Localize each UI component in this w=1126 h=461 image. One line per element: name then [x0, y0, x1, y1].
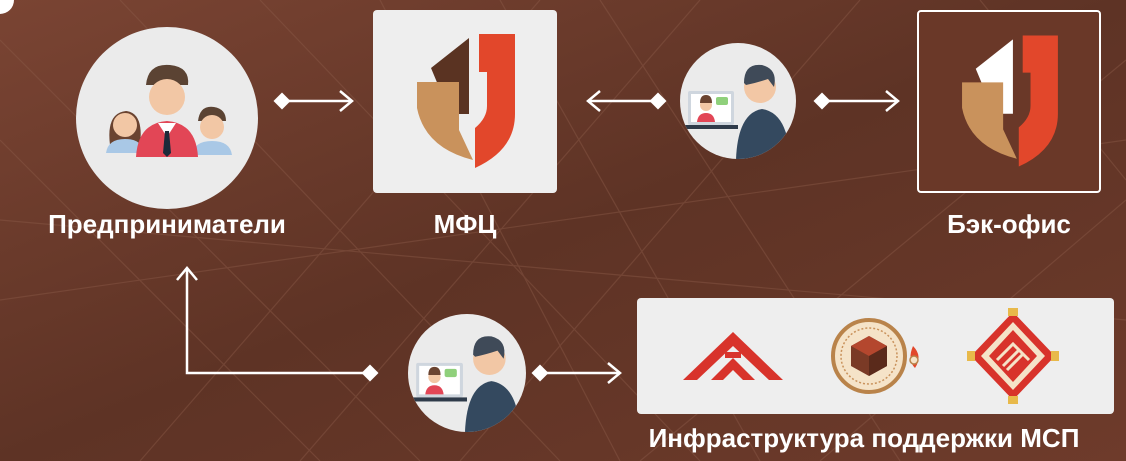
video-call-top-node [680, 43, 796, 159]
diamond-ornament-logo [967, 308, 1059, 404]
mfc-label: МФЦ [433, 209, 497, 239]
backoffice-label: Бэк-офис [947, 209, 1071, 239]
entrepreneurs-label: Предприниматели [48, 209, 286, 239]
round-seal-logo [831, 318, 919, 394]
video-call-bottom-node [408, 314, 526, 432]
roof-ornament-logo [683, 332, 783, 380]
people-group-icon [106, 64, 232, 157]
video-call-icon [684, 64, 790, 159]
mfc-logo [417, 34, 515, 168]
mfc-node [373, 10, 557, 193]
mfc-logo [962, 35, 1058, 167]
sme-support-node [637, 298, 1114, 414]
entrepreneurs-node [76, 27, 258, 209]
sme-support-label: Инфраструктура поддержки МСП [648, 423, 1080, 453]
video-call-icon [412, 336, 520, 432]
backoffice-node [917, 10, 1101, 193]
